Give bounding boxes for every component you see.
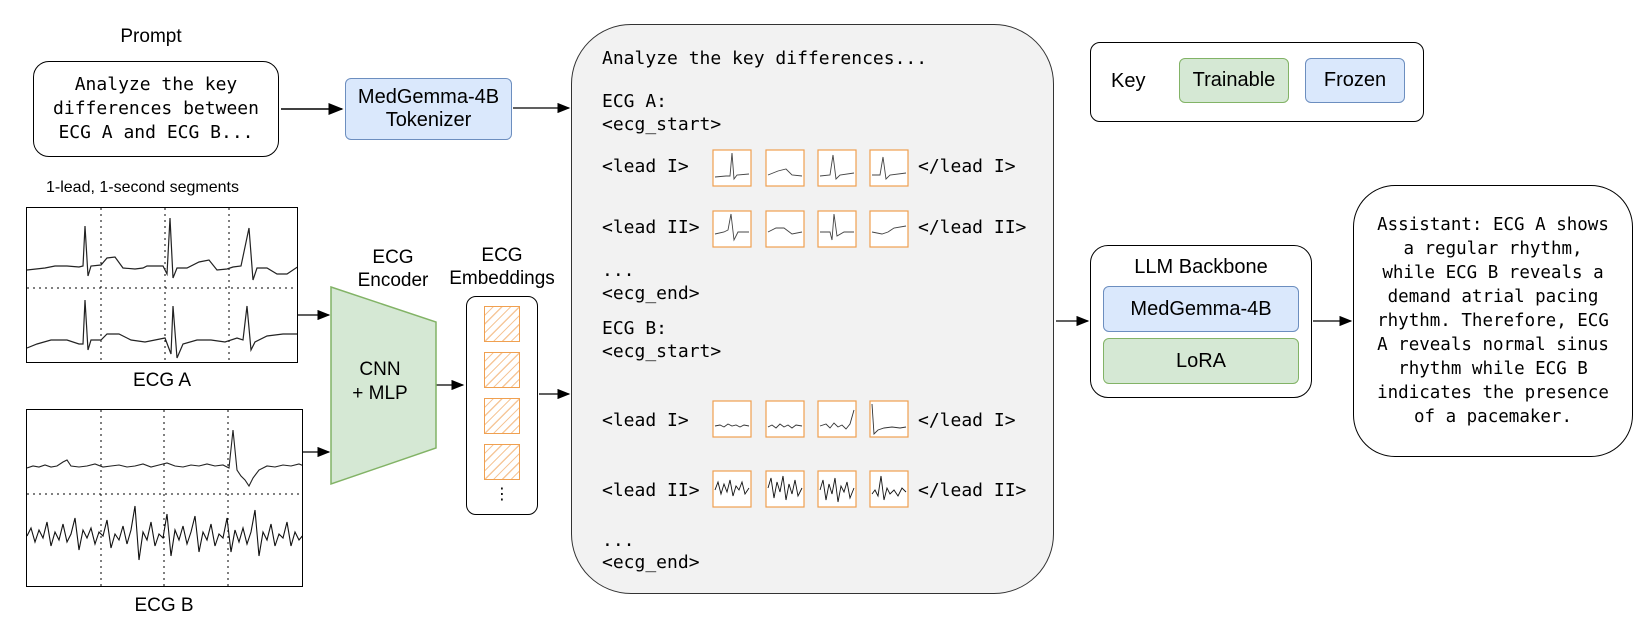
tokenizer-line1: MedGemma-4B — [357, 86, 500, 108]
prompt-title: Prompt — [120, 26, 182, 47]
ecg-a-lead2-open: <lead II> — [602, 217, 700, 238]
encoder-title-line1: ECG — [372, 247, 414, 268]
sequence-ecg-a: ECG A: — [602, 91, 668, 112]
ecg-a-panel — [26, 207, 298, 363]
ecg-a-lead1-close: </lead I> — [918, 156, 1016, 177]
ecg-b-panel — [26, 409, 303, 587]
ecg-b-lead1-close: </lead I> — [918, 410, 1016, 431]
prompt-line: differences between — [53, 98, 259, 119]
sequence-ecg-b: ECG B: — [602, 318, 668, 339]
prompt-box: Analyze the key differences between ECG … — [33, 61, 279, 157]
answer-line: A reveals normal sinus — [1377, 335, 1609, 355]
embeddings-title-line1: ECG — [481, 245, 523, 266]
answer-line: rhythm while ECG B — [1398, 359, 1588, 379]
sequence-ecg-a-start: <ecg_start> — [602, 114, 722, 135]
prompt-line: Analyze the key — [74, 74, 238, 95]
legend-frozen: Frozen — [1305, 58, 1405, 103]
sequence-ellipsis-a: ... — [602, 260, 635, 281]
prompt-line: ECG A and ECG B... — [58, 122, 254, 143]
embedding-token — [484, 444, 520, 480]
answer-line: indicates the presence — [1377, 383, 1609, 403]
ecg-b-label: ECG B — [134, 595, 194, 616]
answer-line: Assistant: ECG A shows — [1377, 215, 1609, 235]
ecg-b-lead1-open: <lead I> — [602, 410, 689, 431]
answer-line: while ECG B reveals a — [1382, 263, 1604, 283]
segments-label: 1-lead, 1-second segments — [46, 179, 239, 196]
answer-line: rhythm. Therefore, ECG — [1377, 311, 1609, 331]
sequence-ellipsis-b: ... — [602, 530, 635, 551]
llm-lora-block: LoRA — [1103, 338, 1299, 384]
embedding-token — [484, 352, 520, 388]
ecg-a-label: ECG A — [132, 370, 192, 391]
encoder-body-line2: + MLP — [352, 383, 408, 404]
sequence-ecg-a-end: <ecg_end> — [602, 283, 700, 304]
ecg-b-lead2-open: <lead II> — [602, 480, 700, 501]
ecg-a-lead2-close: </lead II> — [918, 217, 1027, 238]
ecg-b-lead1-tokens — [712, 400, 912, 445]
sequence-ecg-b-end: <ecg_end> — [602, 552, 700, 573]
sequence-panel — [571, 24, 1054, 594]
answer-line: demand atrial pacing — [1387, 287, 1599, 307]
encoder-body-line1: CNN — [359, 359, 401, 380]
ecg-a-trace — [27, 208, 297, 362]
encoder-trapezoid — [330, 286, 437, 486]
ecg-a-lead1-tokens — [712, 149, 912, 194]
encoder-title: ECG Encoder — [345, 246, 441, 292]
ecg-b-lead2-tokens — [712, 470, 912, 515]
tokenizer-box: MedGemma-4B Tokenizer — [345, 78, 512, 140]
embeddings-title-line2: Embeddings — [449, 268, 555, 289]
sequence-ecg-b-start: <ecg_start> — [602, 341, 722, 362]
sequence-header: Analyze the key differences... — [602, 48, 928, 69]
legend-key-title: Key — [1111, 70, 1146, 92]
llm-backbone-box: LLM Backbone MedGemma-4B LoRA — [1090, 245, 1312, 398]
encoder-body: CNN + MLP — [340, 358, 420, 406]
ecg-b-trace — [27, 410, 302, 586]
embedding-token — [484, 306, 520, 342]
legend-trainable: Trainable — [1179, 58, 1289, 103]
ecg-a-lead1-open: <lead I> — [602, 156, 689, 177]
embeddings-title: ECG Embeddings — [442, 244, 562, 290]
assistant-answer-box: Assistant: ECG A shows a regular rhythm,… — [1353, 185, 1633, 457]
embeddings-dots: ⋮ — [494, 486, 510, 503]
ecg-a-lead2-tokens — [712, 210, 912, 255]
ecg-b-lead2-close: </lead II> — [918, 480, 1027, 501]
encoder-title-line2: Encoder — [357, 270, 429, 291]
legend-key-box: Key Trainable Frozen — [1090, 42, 1424, 122]
llm-medgemma-block: MedGemma-4B — [1103, 286, 1299, 332]
embedding-token — [484, 398, 520, 434]
embeddings-box: ⋮ — [466, 296, 538, 515]
tokenizer-line2: Tokenizer — [385, 109, 472, 131]
answer-line: of a pacemaker. — [1413, 407, 1573, 427]
llm-backbone-title: LLM Backbone — [1134, 256, 1268, 278]
answer-line: a regular rhythm, — [1403, 239, 1583, 259]
